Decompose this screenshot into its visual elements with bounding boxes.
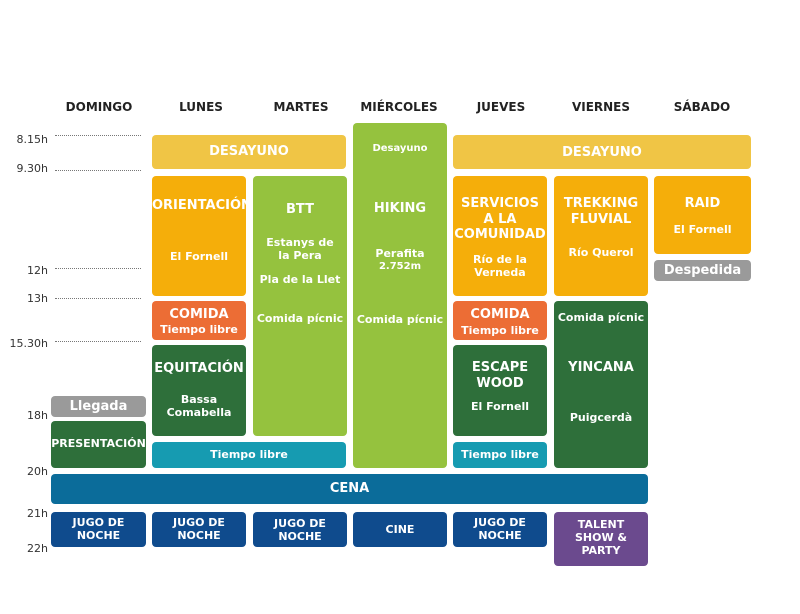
comida-block: COMIDA Tiempo libre	[152, 301, 246, 340]
time-guide-line	[55, 298, 141, 299]
jugo-de-noche-block: JUGO DE NOCHE	[152, 512, 246, 547]
jugo-de-noche-block: JUGO DE NOCHE	[253, 512, 347, 547]
comida-subtitle: Tiempo libre	[160, 323, 238, 336]
day-header-lunes: LUNES	[179, 100, 223, 114]
escape-wood-title: ESCAPE WOOD	[471, 360, 529, 391]
escape-wood-block: ESCAPE WOOD El Fornell	[453, 345, 547, 436]
hiking-place: Perafita	[375, 247, 425, 260]
llegada-label: Llegada	[69, 399, 128, 414]
servicios-title: SERVICIOS A LA COMUNIDAD	[454, 196, 546, 243]
tiempo-libre-label: Tiempo libre	[210, 448, 288, 461]
cena-label: CENA	[329, 481, 370, 496]
orientacion-block: ORIENTACIÓN El Fornell	[152, 176, 246, 296]
time-label: 8.15h	[16, 133, 48, 146]
trekking-place: Río Querol	[568, 246, 634, 259]
trekking-title: TREKKING FLUVIAL	[563, 196, 639, 227]
time-label: 15.30h	[9, 337, 48, 350]
equitacion-title: EQUITACIÓN	[154, 361, 244, 376]
raid-block: RAID El Fornell	[654, 176, 751, 254]
time-guide-line	[55, 268, 141, 269]
comida-title: COMIDA	[470, 307, 530, 322]
presentacion-block: PRESENTACIÓN	[51, 421, 146, 468]
llegada-block: Llegada	[51, 396, 146, 417]
time-label: 21h	[27, 507, 48, 520]
tiempo-libre-block: Tiempo libre	[152, 442, 346, 468]
time-label: 18h	[27, 409, 48, 422]
time-guide-line	[55, 135, 141, 136]
cine-block: CINE	[353, 512, 447, 547]
hiking-title: HIKING	[373, 201, 427, 216]
time-label: 22h	[27, 542, 48, 555]
day-header-viernes: VIERNES	[571, 100, 631, 114]
escape-wood-place: El Fornell	[471, 400, 529, 413]
time-label: 13h	[27, 292, 48, 305]
btt-meal: Comida pícnic	[256, 312, 344, 325]
cena-block: CENA	[51, 474, 648, 504]
time-label: 20h	[27, 465, 48, 478]
servicios-block: SERVICIOS A LA COMUNIDAD Río de la Verne…	[453, 176, 547, 296]
despedida-label: Despedida	[663, 263, 742, 278]
tiempo-libre-label: Tiempo libre	[461, 448, 539, 461]
cine-label: CINE	[385, 523, 415, 536]
yincana-meal: Comida pícnic	[557, 311, 645, 324]
btt-block: BTT Estanys de la Pera Pla de la Llet Co…	[253, 176, 347, 436]
talent-show-label: TALENT SHOW & PARTY	[574, 518, 628, 558]
trekking-block: TREKKING FLUVIAL Río Querol	[554, 176, 648, 296]
btt-place: Estanys de la Pera	[266, 236, 334, 263]
btt-title: BTT	[286, 202, 314, 217]
day-header-jueves: JUEVES	[476, 100, 526, 114]
desayuno-label: DESAYUNO	[209, 144, 289, 159]
comida-subtitle: Tiempo libre	[461, 324, 539, 337]
jugo-de-noche-label: JUGO DE NOCHE	[173, 516, 225, 543]
time-guide-line	[55, 341, 141, 342]
day-header-domingo: DOMINGO	[65, 100, 133, 114]
yincana-title: YINCANA	[568, 360, 634, 375]
jugo-de-noche-label: JUGO DE NOCHE	[474, 516, 526, 543]
time-label: 12h	[27, 264, 48, 277]
desayuno-block: DESAYUNO	[453, 135, 751, 169]
jugo-de-noche-block: JUGO DE NOCHE	[51, 512, 146, 547]
btt-place-2: Pla de la Llet	[259, 273, 341, 286]
desayuno-label: DESAYUNO	[562, 145, 642, 160]
desayuno-block: DESAYUNO	[152, 135, 346, 169]
hiking-block: Desayuno HIKING Perafita 2.752m Comida p…	[353, 123, 447, 468]
servicios-place: Río de la Verneda	[473, 253, 527, 280]
time-label: 9.30h	[16, 162, 48, 175]
talent-show-block: TALENT SHOW & PARTY	[554, 512, 648, 566]
jugo-de-noche-block: JUGO DE NOCHE	[453, 512, 547, 547]
jugo-de-noche-label: JUGO DE NOCHE	[72, 516, 125, 543]
tiempo-libre-block: Tiempo libre	[453, 442, 547, 468]
hiking-altitude: 2.752m	[378, 261, 422, 272]
raid-place: El Fornell	[673, 223, 732, 236]
despedida-block: Despedida	[654, 260, 751, 281]
orientacion-title: ORIENTACIÓN	[152, 198, 246, 213]
yincana-place: Puigcerdà	[569, 411, 633, 424]
hiking-meal: Comida pícnic	[356, 313, 444, 326]
day-header-sabado: SÁBADO	[673, 100, 731, 114]
comida-block: COMIDA Tiempo libre	[453, 301, 547, 340]
yincana-block: Comida pícnic YINCANA Puigcerdà	[554, 301, 648, 468]
raid-title: RAID	[684, 196, 721, 211]
time-guide-line	[55, 170, 141, 171]
day-header-miercoles: MIÉRCOLES	[360, 100, 438, 114]
day-header-martes: MARTES	[273, 100, 329, 114]
orientacion-place: El Fornell	[170, 250, 228, 263]
jugo-de-noche-label: JUGO DE NOCHE	[274, 517, 326, 544]
comida-title: COMIDA	[169, 307, 229, 322]
desayuno-label: Desayuno	[372, 143, 428, 154]
equitacion-place: Bassa Comabella	[166, 393, 232, 420]
presentacion-label: PRESENTACIÓN	[51, 437, 146, 450]
equitacion-block: EQUITACIÓN Bassa Comabella	[152, 345, 246, 436]
